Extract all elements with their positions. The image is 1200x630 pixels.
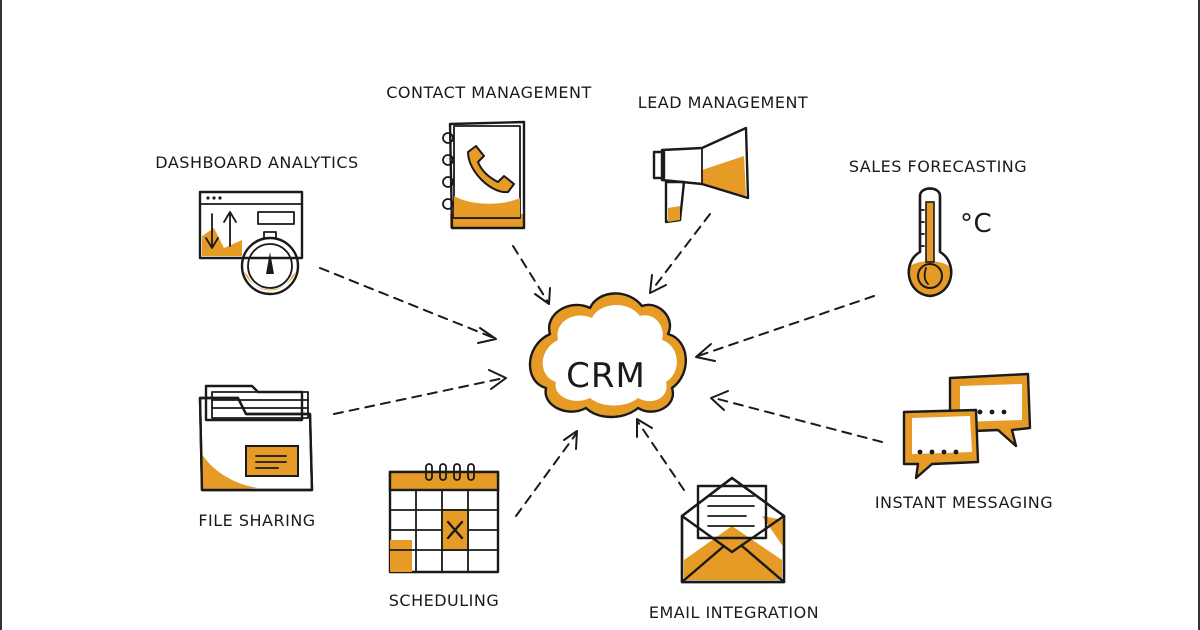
- node-label-scheduling: SCHEDULING: [389, 591, 500, 610]
- folder-icon: [198, 384, 314, 492]
- envelope-icon: [680, 476, 786, 584]
- hub-label: CRM: [566, 356, 646, 396]
- node-label-file: FILE SHARING: [198, 511, 315, 530]
- calendar-icon: [388, 463, 500, 574]
- edge-email-hub: [636, 418, 685, 491]
- thermometer-icon: [907, 187, 953, 298]
- edge-file-hub: [333, 369, 507, 415]
- dashboard-gauge-icon: [198, 190, 304, 296]
- edge-messaging-hub: [710, 390, 883, 443]
- edge-contact-hub: [512, 245, 551, 305]
- chat-bubbles-icon: [902, 372, 1032, 480]
- node-label-sales: SALES FORECASTING: [849, 157, 1027, 176]
- cloud-icon: [528, 292, 687, 419]
- edge-dashboard-hub: [319, 267, 497, 344]
- node-label-email: EMAIL INTEGRATION: [649, 603, 819, 622]
- thermometer-unit: °C: [960, 209, 992, 239]
- edge-lead-hub: [649, 213, 711, 294]
- node-label-messaging: INSTANT MESSAGING: [875, 493, 1053, 512]
- phone-book-icon: [442, 120, 526, 230]
- node-label-dashboard: DASHBOARD ANALYTICS: [155, 153, 358, 172]
- megaphone-icon: [652, 126, 750, 224]
- node-label-contact: CONTACT MANAGEMENT: [386, 83, 592, 102]
- node-label-lead: LEAD MANAGEMENT: [638, 93, 808, 112]
- edge-sales-hub: [695, 295, 875, 362]
- edge-scheduling-hub: [515, 430, 578, 517]
